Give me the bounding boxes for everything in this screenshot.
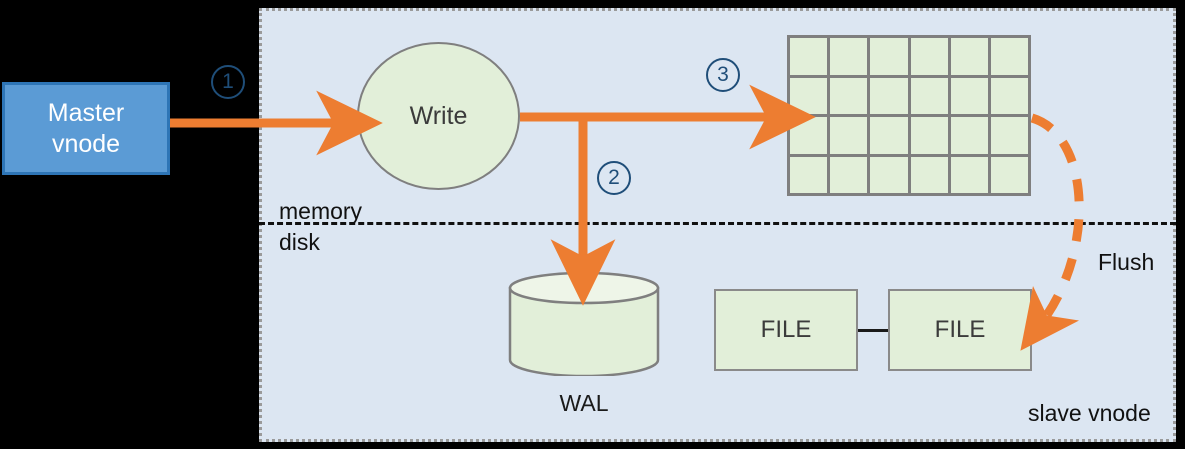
- step-marker-1: 1: [211, 65, 245, 99]
- file-box-1-label: FILE: [760, 316, 812, 343]
- memory-grid-cell: [990, 77, 1028, 114]
- memory-grid-cell: [790, 117, 828, 154]
- file-box-2-label: FILE: [934, 316, 986, 343]
- memory-grid-cell: [950, 38, 988, 75]
- memory-grid-cell: [830, 38, 868, 75]
- memory-grid-cell: [950, 117, 988, 154]
- memory-grid-cell: [870, 156, 908, 193]
- memory-grid-cell: [790, 156, 828, 193]
- file-box-2: FILE: [888, 289, 1032, 371]
- memory-grid-cell: [950, 77, 988, 114]
- step-marker-3: 3: [706, 58, 740, 92]
- slave-vnode-label: slave vnode: [1028, 400, 1151, 426]
- memory-grid-cell: [910, 38, 948, 75]
- memory-grid-cell: [870, 38, 908, 75]
- wal-label: WAL: [559, 390, 609, 416]
- master-vnode-label-line1: Master: [47, 99, 125, 127]
- memory-grid-cell: [950, 156, 988, 193]
- memory-grid-cell: [990, 38, 1028, 75]
- step-marker-2-number: 2: [608, 166, 620, 189]
- memory-grid-cell: [830, 156, 868, 193]
- memory-grid-cell: [910, 117, 948, 154]
- memory-grid-cell: [990, 156, 1028, 193]
- file-box-1: FILE: [714, 289, 858, 371]
- memory-grid-cell: [790, 77, 828, 114]
- write-node-label: Write: [409, 101, 468, 130]
- master-vnode-label-line2: vnode: [51, 129, 121, 158]
- memory-grid: [787, 35, 1031, 196]
- memory-grid-cell: [790, 38, 828, 75]
- write-node: Write: [357, 42, 520, 190]
- wal-cylinder-shape: [508, 271, 660, 378]
- file-connector-line: [858, 329, 888, 332]
- flush-label: Flush: [1098, 249, 1155, 275]
- memory-grid-cell: [830, 117, 868, 154]
- memory-disk-divider: [259, 222, 1176, 225]
- step-marker-1-number: 1: [222, 70, 234, 93]
- master-vnode-box: Master vnode: [2, 82, 170, 175]
- memory-grid-cell: [870, 117, 908, 154]
- memory-grid-cell: [910, 156, 948, 193]
- step-marker-3-number: 3: [717, 63, 729, 86]
- memory-grid-cell: [990, 117, 1028, 154]
- memory-label: memory: [279, 198, 363, 224]
- memory-grid-cell: [910, 77, 948, 114]
- disk-label: disk: [279, 229, 320, 255]
- memory-grid-cell: [830, 77, 868, 114]
- wal-cylinder: [508, 271, 660, 378]
- memory-grid-cell: [870, 77, 908, 114]
- step-marker-2: 2: [597, 161, 631, 195]
